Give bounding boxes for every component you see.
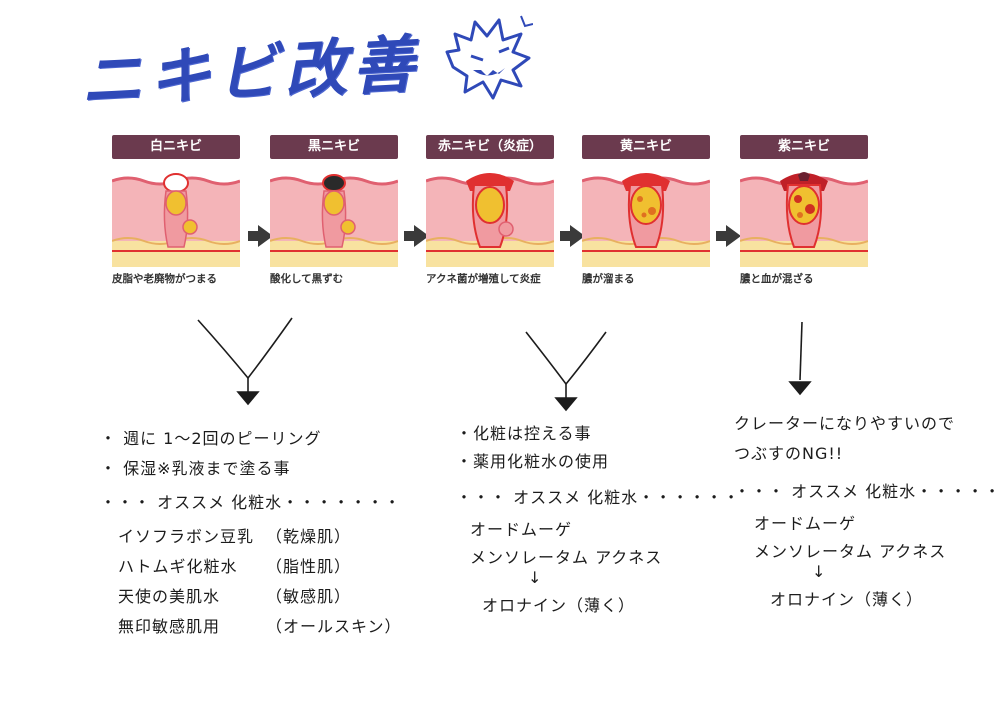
product-name: オードムーゲ bbox=[470, 520, 573, 539]
stage-white-acne: 白ニキビ 皮脂や老廃物がつまる bbox=[112, 135, 240, 286]
stage-label: 紫ニキビ bbox=[740, 135, 868, 159]
stage-label: 赤ニキビ（炎症） bbox=[426, 135, 554, 159]
product-row: 無印敏感肌用 （オールスキン） bbox=[118, 613, 402, 643]
product-name: 無印敏感肌用 bbox=[118, 617, 221, 636]
stage-arrow bbox=[248, 225, 273, 247]
white-acne-illustration bbox=[112, 171, 240, 267]
page-title: ニキビ改善 bbox=[78, 27, 422, 118]
product-name: オードムーゲ bbox=[754, 514, 857, 533]
product-row: イソフラボン豆乳 （乾燥肌） bbox=[118, 523, 402, 553]
stage-label: 黄ニキビ bbox=[582, 135, 710, 159]
stage-purple-acne: 紫ニキビ 膿と血が混ざる bbox=[740, 135, 868, 286]
connector-middle bbox=[525, 331, 607, 412]
note-bullet: ・ 週に 1～2回のピーリング bbox=[100, 429, 322, 448]
final-product: オロナイン（薄く） bbox=[770, 590, 924, 609]
down-arrow-icon: ↓ bbox=[528, 568, 543, 587]
stage-label: 黒ニキビ bbox=[270, 135, 398, 159]
recommend-heading: ・・・ オススメ 化粧水・・・・・・ bbox=[456, 488, 741, 507]
stage-caption: アクネ菌が増殖して炎症 bbox=[426, 273, 541, 285]
connector-left bbox=[197, 317, 293, 406]
skin-type: （乾燥肌） bbox=[266, 527, 352, 546]
black-acne-illustration bbox=[270, 174, 398, 267]
warning-line: つぶすのNG!! bbox=[734, 444, 844, 463]
down-arrow-icon: ↓ bbox=[812, 562, 827, 581]
stage-label: 白ニキビ bbox=[112, 135, 240, 159]
product-row: ハトムギ化粧水 （脂性肌） bbox=[118, 553, 402, 583]
stage-arrow bbox=[404, 225, 429, 247]
yellow-acne-illustration bbox=[582, 173, 710, 267]
note-bullet: ・化粧は控える事 bbox=[456, 424, 592, 443]
product-name: メンソレータム アクネス bbox=[470, 548, 663, 567]
connector-right bbox=[788, 321, 812, 396]
product-row: 天使の美肌水 （敏感肌） bbox=[118, 583, 402, 613]
acne-monster-icon bbox=[445, 15, 533, 100]
stage-caption: 皮脂や老廃物がつまる bbox=[112, 273, 217, 285]
note-purple: クレーターになりやすいので つぶすのNG!! ・・・ オススメ 化粧水・・・・・… bbox=[734, 410, 1000, 614]
product-name: メンソレータム アクネス bbox=[754, 542, 947, 561]
product-name: 天使の美肌水 bbox=[118, 587, 221, 606]
product-name: ハトムギ化粧水 bbox=[118, 557, 238, 576]
skin-type: （敏感肌） bbox=[266, 587, 352, 606]
stage-yellow-acne: 黄ニキビ 膿が溜まる bbox=[582, 135, 710, 286]
note-white-black: ・ 週に 1～2回のピーリング ・ 保湿※乳液まで塗る事 ・・・ オススメ 化粧… bbox=[100, 425, 402, 643]
recommend-heading: ・・・ オススメ 化粧水・・・・・ bbox=[734, 482, 1000, 501]
final-product: オロナイン（薄く） bbox=[482, 596, 636, 615]
stage-black-acne: 黒ニキビ 酸化して黒ずむ bbox=[270, 135, 398, 286]
red-acne-illustration bbox=[426, 173, 554, 267]
product-name: イソフラボン豆乳 bbox=[118, 527, 255, 546]
skin-type: （オールスキン） bbox=[266, 617, 402, 636]
purple-acne-illustration bbox=[740, 172, 868, 267]
note-bullet: ・ 保湿※乳液まで塗る事 bbox=[100, 459, 291, 478]
stage-caption: 膿が溜まる bbox=[582, 273, 635, 285]
stage-arrow bbox=[716, 225, 741, 247]
warning-line: クレーターになりやすいので bbox=[734, 414, 956, 433]
note-red-yellow: ・化粧は控える事 ・薬用化粧水の使用 ・・・ オススメ 化粧水・・・・・・ オー… bbox=[456, 420, 740, 620]
stage-caption: 膿と血が混ざる bbox=[740, 273, 814, 285]
note-bullet: ・薬用化粧水の使用 bbox=[456, 452, 610, 471]
recommend-heading: ・・・ オススメ 化粧水・・・・・・・ bbox=[100, 493, 402, 512]
stage-caption: 酸化して黒ずむ bbox=[270, 273, 344, 285]
stage-arrow bbox=[560, 225, 585, 247]
stage-red-acne: 赤ニキビ（炎症） アクネ菌が増殖して炎症 bbox=[426, 135, 554, 286]
skin-type: （脂性肌） bbox=[266, 557, 352, 576]
